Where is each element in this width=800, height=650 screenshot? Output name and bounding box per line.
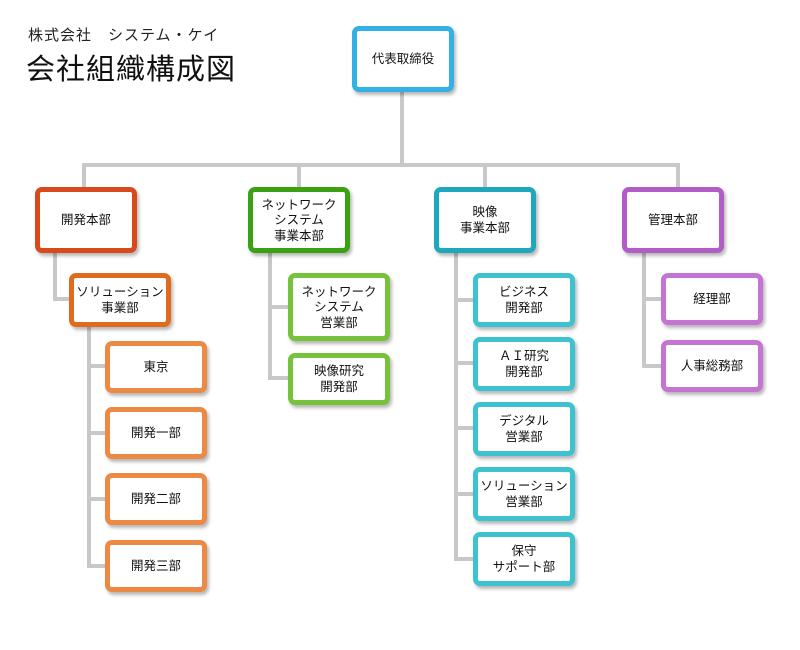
dept-label: 保守 サポート部 [492,543,556,574]
division-network-label: ネットワーク システム 事業本部 [261,196,337,243]
dept-network-sales: ネットワーク システム 営業部 [288,273,390,341]
dept-digital-sales: デジタル 営業部 [473,402,575,456]
division-network: ネットワーク システム 事業本部 [248,187,350,253]
dept-business-dev: ビジネス 開発部 [473,273,575,327]
dept-label: 開発三部 [130,558,181,574]
division-management-label: 管理本部 [647,212,698,228]
dept-dev-1: 開発一部 [105,407,207,459]
company-name: 株式会社 システム・ケイ [28,26,220,44]
dept-label: 映像研究 開発部 [313,363,364,394]
dept-label: ビジネス 開発部 [498,284,549,315]
dept-label: 東京 [143,359,169,375]
dept-dev-3: 開発三部 [105,540,207,592]
dept-label: ソリューション 事業部 [76,284,164,315]
dept-label: ＡＩ研究 開発部 [498,348,549,379]
dept-label: ソリューション 営業部 [480,478,568,509]
dept-solution-sales: ソリューション 営業部 [473,467,575,521]
division-development: 開発本部 [35,187,137,253]
dept-support: 保守 サポート部 [473,532,575,586]
dept-solution-business: ソリューション 事業部 [69,273,171,327]
division-management: 管理本部 [622,187,724,253]
dept-tokyo: 東京 [105,341,207,393]
dept-accounting: 経理部 [661,273,763,325]
dept-label: ネットワーク システム 営業部 [301,283,377,330]
page-title: 会社組織構成図 [26,52,237,86]
dept-label: 開発一部 [130,425,181,441]
dept-label: デジタル 営業部 [499,413,549,444]
ceo-box: 代表取締役 [352,26,454,92]
ceo-label: 代表取締役 [371,51,435,67]
division-development-label: 開発本部 [60,212,111,228]
dept-label: 人事総務部 [680,358,744,374]
dept-video-research: 映像研究 開発部 [288,353,390,405]
division-video: 映像 事業本部 [434,187,536,253]
dept-hr-general-affairs: 人事総務部 [661,340,763,392]
dept-label: 開発二部 [130,491,181,507]
division-video-label: 映像 事業本部 [459,204,510,235]
dept-label: 経理部 [693,291,731,307]
dept-ai-research: ＡＩ研究 開発部 [473,337,575,391]
dept-dev-2: 開発二部 [105,473,207,525]
